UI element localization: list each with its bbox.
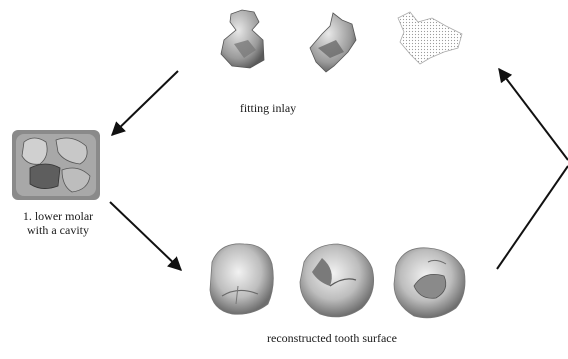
lower-molar-label: 1. lower molar with a cavity — [3, 209, 113, 237]
arrow-to-molar — [112, 71, 178, 135]
reconstructed-surface-label: reconstructed tooth surface — [232, 331, 432, 345]
arrow-from-reconstructed — [497, 166, 568, 269]
arrow-to-inlay — [499, 69, 568, 160]
lower-molar-with-cavity — [12, 130, 100, 200]
lower-molar-label-line-1: 1. lower molar — [3, 209, 113, 223]
arrow-to-reconstructed — [110, 202, 181, 270]
reconstructed-tooth-1 — [210, 244, 273, 314]
inlay-view-3-mesh — [398, 12, 462, 64]
reconstructed-tooth-3 — [394, 248, 465, 318]
inlay-view-1 — [221, 10, 264, 68]
fitting-inlay-label: fitting inlay — [198, 101, 338, 115]
reconstructed-tooth-2 — [300, 244, 374, 317]
inlay-view-2 — [310, 13, 356, 72]
lower-molar-label-line-2: with a cavity — [3, 223, 113, 237]
